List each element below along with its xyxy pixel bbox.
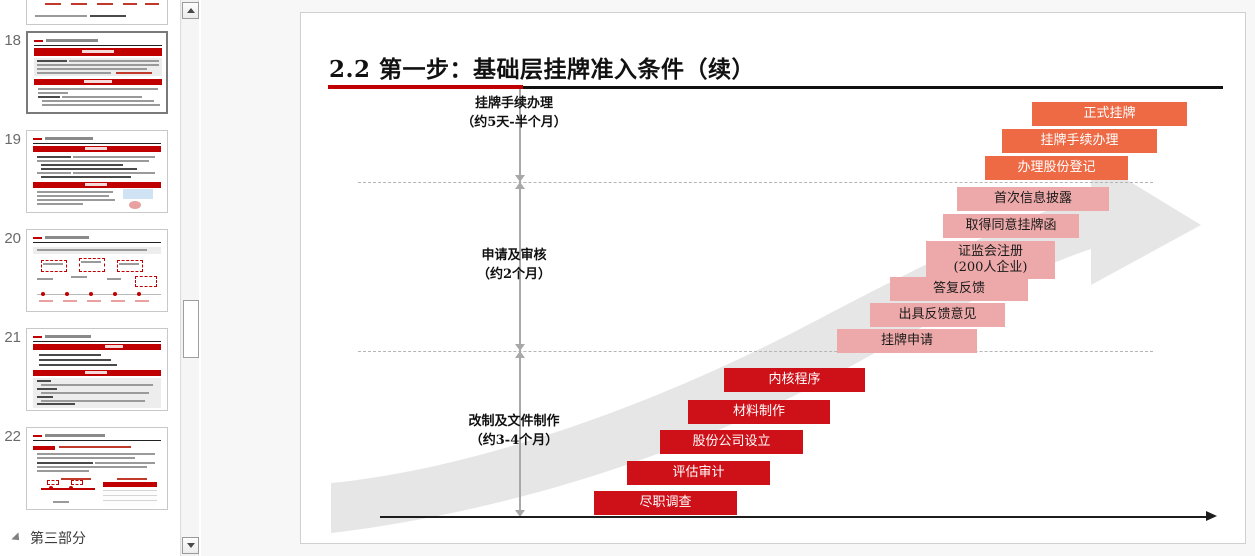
thumbnail-item-partial[interactable] xyxy=(0,0,179,25)
thumbnail-preview-20[interactable] xyxy=(26,229,168,312)
step-box-consent-letter[interactable]: 取得同意挂牌函 xyxy=(943,214,1079,238)
step-box-audit-valuation[interactable]: 评估审计 xyxy=(627,461,770,485)
step-box-material-prep[interactable]: 材料制作 xyxy=(688,400,830,424)
thumbnail-preview-21[interactable] xyxy=(26,328,168,411)
axis-arrow-icon xyxy=(1206,511,1217,521)
scrollbar-track-lower[interactable] xyxy=(182,358,199,537)
phase-label-application: 申请及审核 （约2个月） xyxy=(476,248,552,282)
step-box-company-establish[interactable]: 股份公司设立 xyxy=(660,430,803,454)
step-box-due-diligence[interactable]: 尽职调查 xyxy=(594,491,737,515)
step-box-reply-feedback[interactable]: 答复反馈 xyxy=(890,277,1028,301)
step-box-listing-procedures[interactable]: 挂牌手续办理 xyxy=(1002,129,1157,153)
thumbnail-preview-19[interactable] xyxy=(26,130,168,213)
scroll-down-button[interactable] xyxy=(182,537,199,554)
thumbnail-item-22[interactable]: 22 xyxy=(0,427,179,510)
slide-thumbnail-pane[interactable]: 18 xyxy=(0,0,179,556)
section-group-label: 第三部分 xyxy=(30,530,86,546)
scroll-up-arrow-icon xyxy=(186,8,195,13)
phase-arrow-application xyxy=(514,182,526,351)
scrollbar-track-upper[interactable] xyxy=(182,19,199,300)
step-box-listing-application[interactable]: 挂牌申请 xyxy=(837,329,977,353)
thumbnail-item-20[interactable]: 20 xyxy=(0,229,179,312)
phase-separator-top xyxy=(358,182,1153,183)
scroll-down-arrow-icon xyxy=(186,543,195,548)
thumbnail-preview-18[interactable] xyxy=(26,31,168,114)
timeline-axis xyxy=(380,516,1210,518)
thumbnail-item-18[interactable]: 18 xyxy=(0,31,179,114)
step-box-share-registration[interactable]: 办理股份登记 xyxy=(985,156,1128,180)
thumbnail-pane-scrollbar[interactable] xyxy=(180,0,199,556)
step-box-formal-listing[interactable]: 正式挂牌 xyxy=(1032,102,1187,126)
thumbnail-item-21[interactable]: 21 xyxy=(0,328,179,411)
title-underline-black xyxy=(523,86,1223,89)
thumbnail-number-21: 21 xyxy=(4,329,21,346)
slide-stage: 2.2 第一步：基础层挂牌准入条件（续） 挂牌手续办理 （约5天-半个月） xyxy=(201,0,1255,556)
phase-label-restructure: 改制及文件制作 （约3-4个月） xyxy=(468,414,560,448)
thumbnail-preview[interactable] xyxy=(26,0,168,25)
scroll-up-button[interactable] xyxy=(182,2,199,19)
thumbnail-preview-22[interactable] xyxy=(26,427,168,510)
title-underline-red xyxy=(328,85,523,89)
step-box-csrc-registration[interactable]: 证监会注册 (200人企业) xyxy=(926,241,1055,279)
step-box-first-disclosure[interactable]: 首次信息披露 xyxy=(957,187,1109,211)
slide-canvas[interactable]: 2.2 第一步：基础层挂牌准入条件（续） 挂牌手续办理 （约5天-半个月） xyxy=(300,12,1246,544)
phase-label-listing: 挂牌手续办理 （约5天-半个月） xyxy=(461,96,567,130)
phase-arrow-listing xyxy=(514,89,526,182)
phase-separator-middle xyxy=(358,351,1153,352)
page-title: 2.2 第一步：基础层挂牌准入条件（续） xyxy=(329,56,756,83)
phase-arrow-restructure xyxy=(514,351,526,517)
thumbnail-number-19: 19 xyxy=(4,131,21,148)
step-box-issue-feedback[interactable]: 出具反馈意见 xyxy=(870,303,1005,327)
scrollbar-thumb[interactable] xyxy=(183,300,199,358)
thumbnail-number-20: 20 xyxy=(4,230,21,247)
thumbnail-number-22: 22 xyxy=(4,428,21,445)
thumbnail-number-18: 18 xyxy=(4,32,21,49)
triangle-collapse-icon[interactable] xyxy=(11,532,23,544)
section-group-header[interactable]: 第三部分 xyxy=(11,528,86,548)
thumbnail-item-19[interactable]: 19 xyxy=(0,130,179,213)
step-box-internal-review[interactable]: 内核程序 xyxy=(724,368,865,392)
